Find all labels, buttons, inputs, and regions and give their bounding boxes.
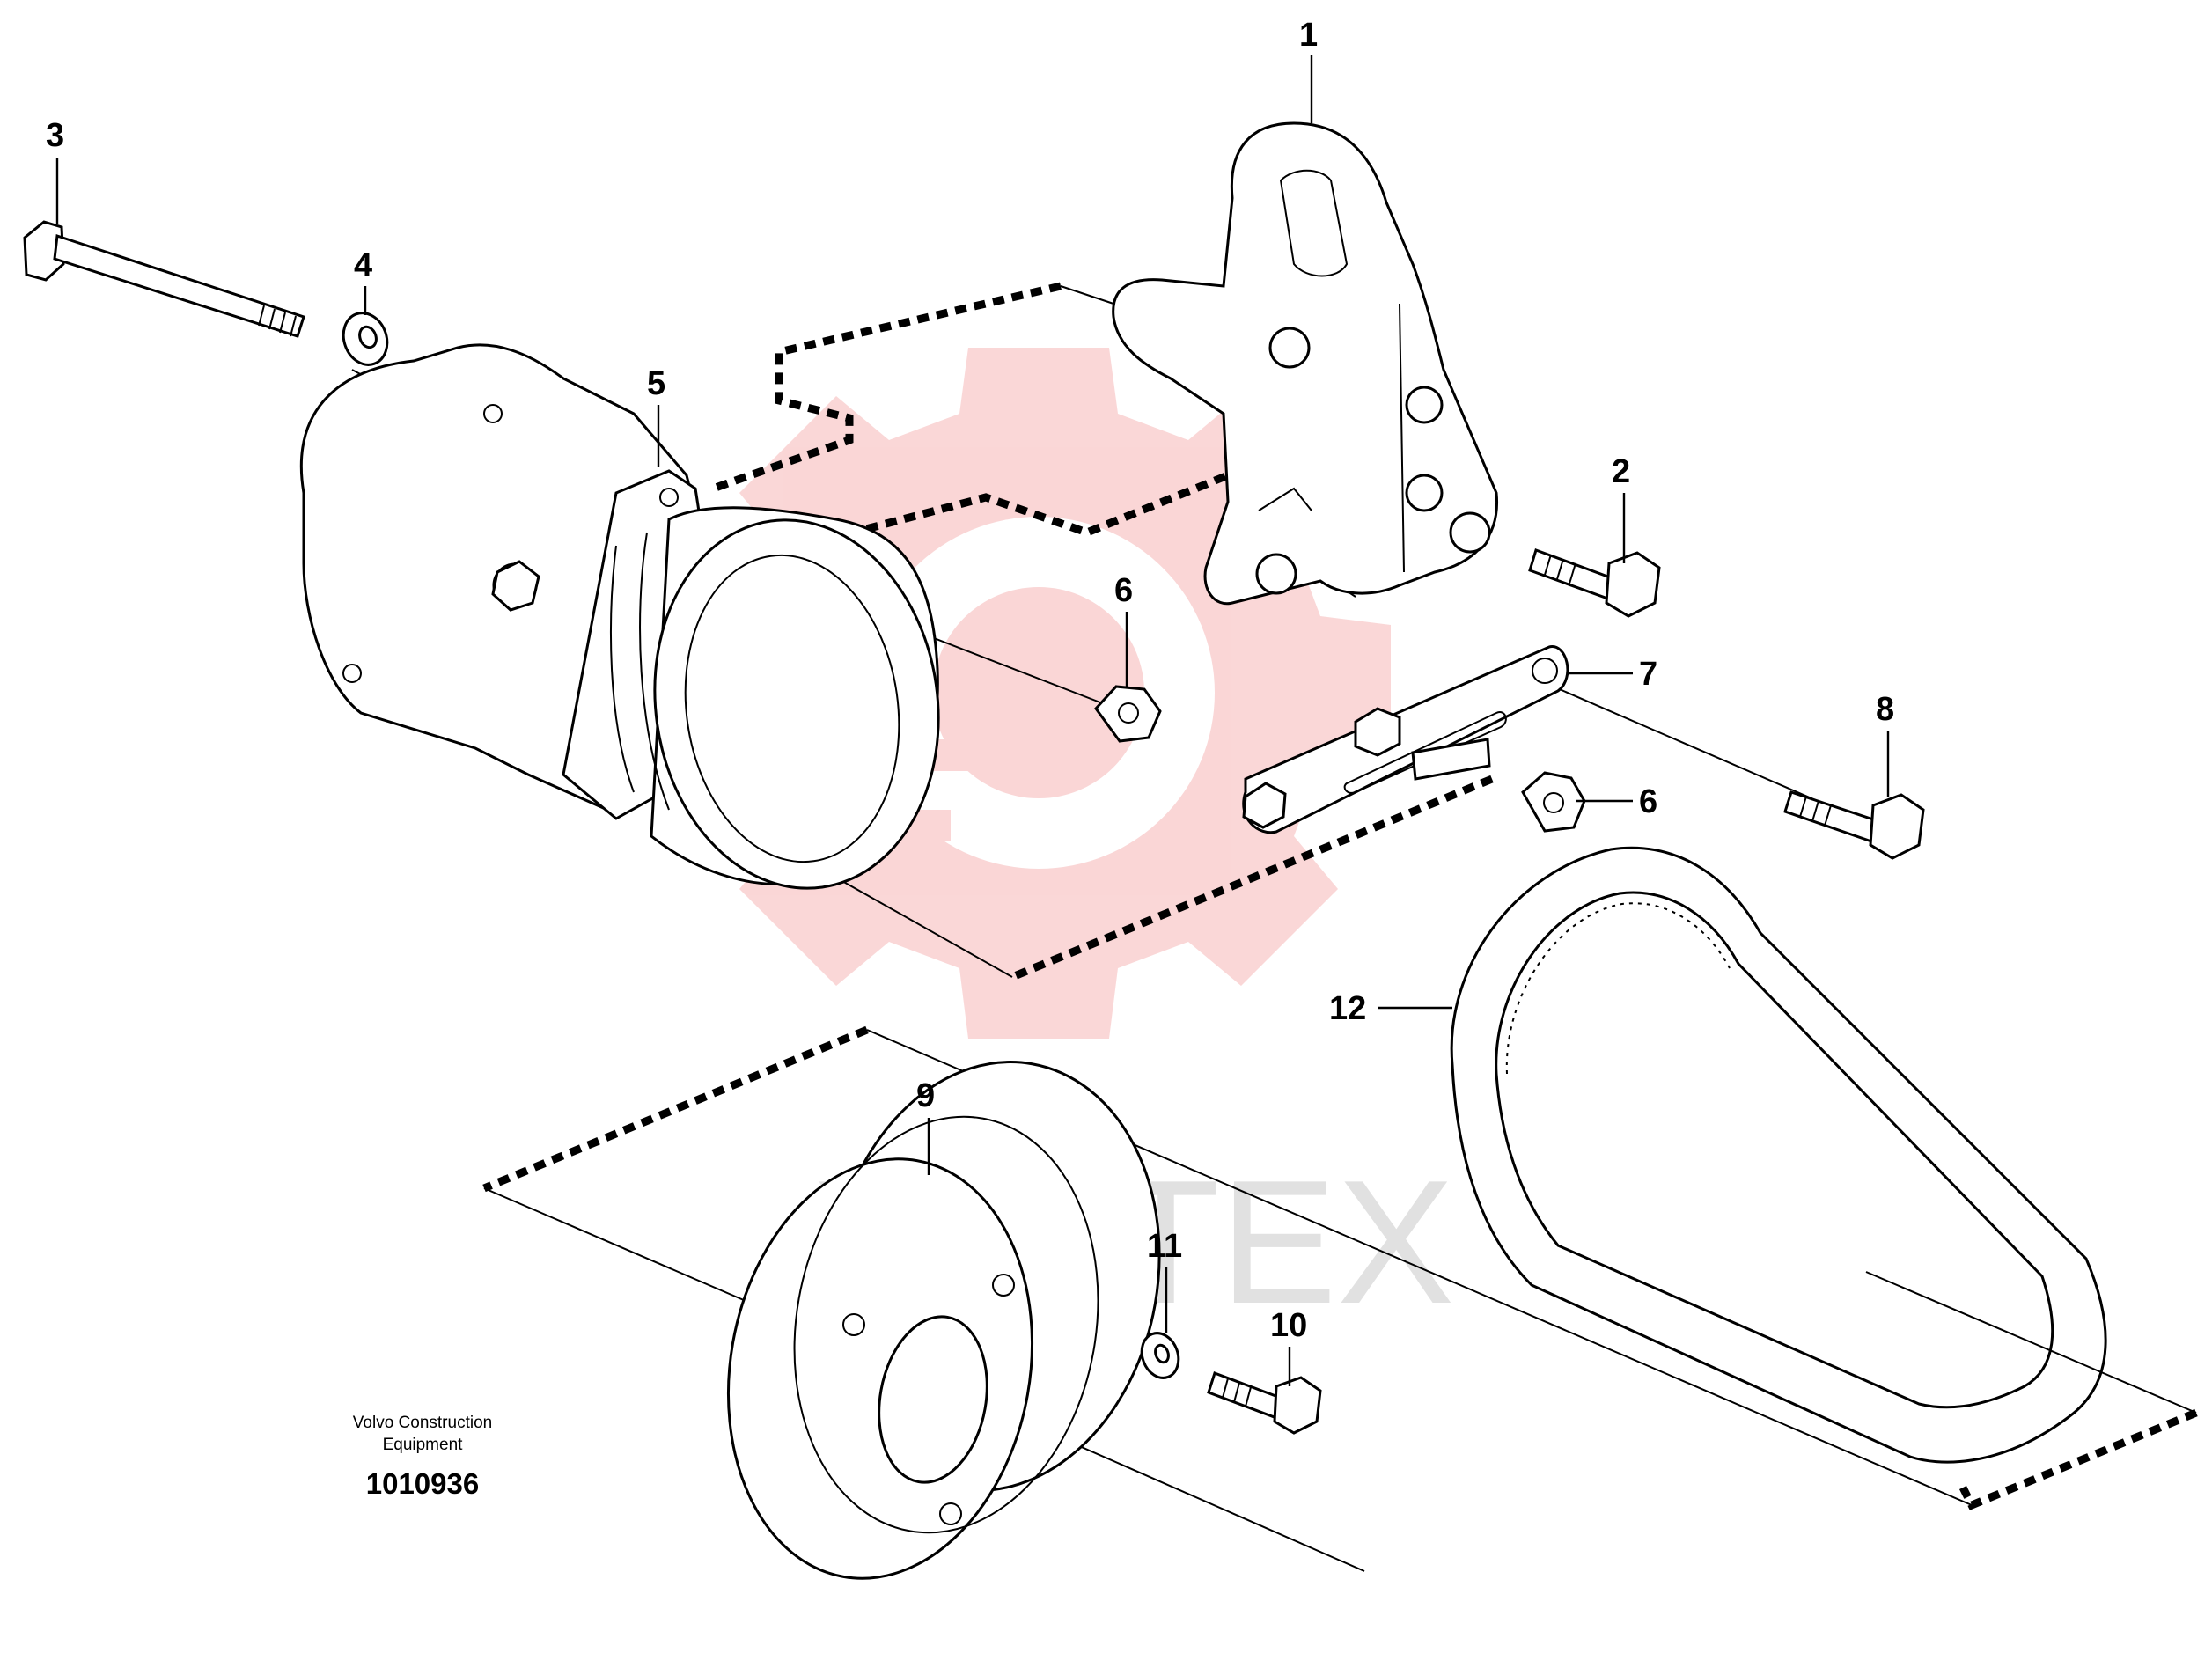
bolt-right-lower [1783,790,1925,860]
caption-line-1: Volvo Construction [353,1414,492,1432]
callout-7: 7 [1639,656,1657,693]
callout-6-upper: 6 [1114,572,1133,609]
callout-9: 9 [916,1077,935,1114]
dashed-guide-belt [1958,1408,2198,1510]
callout-11: 11 [1147,1228,1182,1265]
dashed-guide-compressor [834,414,1371,541]
callout-1: 1 [1299,17,1318,54]
pulley [726,1061,1161,1580]
caption-block: Volvo Construction Equipment 1010936 [353,1414,492,1500]
tensioner-plate [1242,645,1569,834]
callout-2: 2 [1612,453,1630,490]
callout-6-lower: 6 [1639,783,1657,820]
bolt-bottom [1207,1371,1322,1435]
dashed-guide-pulley [482,1025,869,1193]
nut-upper [1094,685,1162,743]
callout-4: 4 [354,247,372,284]
callout-leaders [55,55,1890,1386]
callout-10: 10 [1270,1307,1307,1344]
callout-12: 12 [1329,990,1366,1027]
long-bolt [23,220,305,338]
compressor [299,343,940,890]
bracket [1112,121,1499,606]
drive-belt [1450,846,2107,1464]
callout-8: 8 [1876,691,1894,728]
washer-top [342,312,389,366]
callout-5: 5 [647,365,665,402]
caption-line-2: Equipment [383,1436,464,1454]
callout-3: 3 [46,117,64,154]
washer-bottom [1140,1332,1180,1379]
bolt-right-upper [1528,548,1661,618]
document-number: 1010936 [366,1467,479,1500]
dashed-guide-tensioner [1010,775,1494,981]
dashed-guide-bracket [711,282,1062,493]
nut-lower [1521,771,1586,833]
callout-labels: 1 2 3 4 5 6 7 8 6 9 10 11 12 [46,17,1894,1344]
